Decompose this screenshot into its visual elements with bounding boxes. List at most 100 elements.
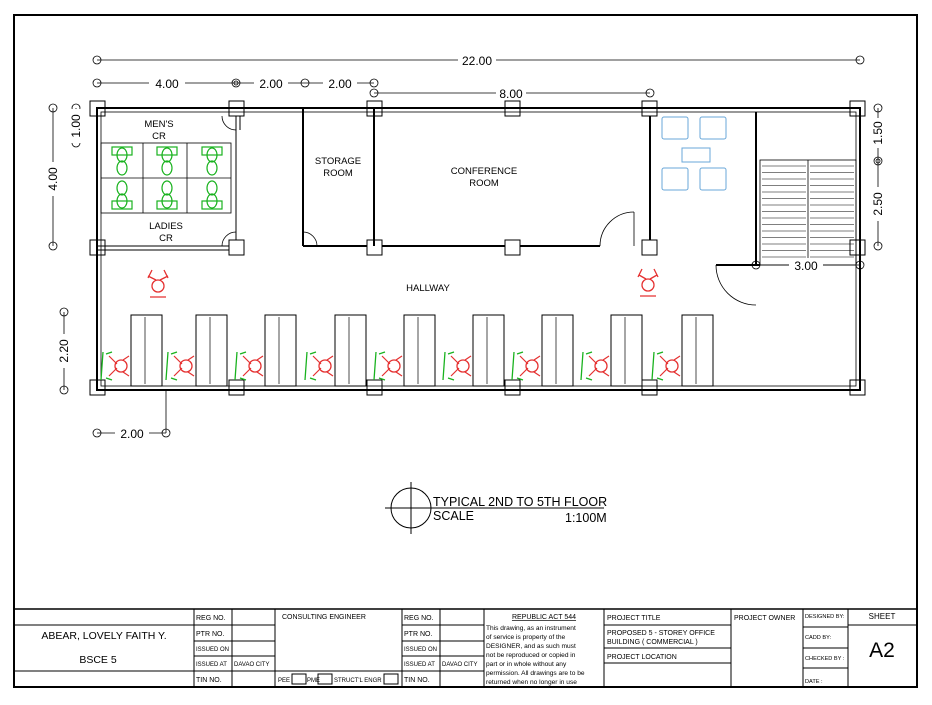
checked-by-label: CHECKED BY : (805, 656, 845, 662)
chair-back (651, 351, 664, 381)
toilet-tank (201, 200, 223, 210)
drawing-title: TYPICAL 2ND TO 5TH FLOOR SCALE 1:100M (385, 482, 607, 534)
chair-back (165, 351, 178, 381)
ptr-no-1: PTR NO. (196, 631, 224, 638)
dim-right-mid: 2.50 (871, 192, 885, 216)
ra-line-7: returned when no longer in use (486, 679, 577, 686)
issued-city-2: DAVAO CITY (442, 662, 477, 668)
chair-arms (108, 355, 130, 377)
chair-back (442, 351, 455, 381)
chair-icon (525, 359, 539, 373)
date-label: DATE : (805, 679, 823, 685)
sheet-label: SHEET (869, 612, 896, 621)
workstation (511, 314, 574, 387)
issued-city-1: DAVAO CITY (234, 662, 269, 668)
scale-value: 1:100M (565, 511, 607, 525)
workstation (373, 314, 436, 387)
chair-arms (659, 355, 681, 377)
project-name-2: BUILDING ( COMMERCIAL ) (607, 639, 698, 646)
designed-by-label: DESIGNED BY: (805, 614, 845, 620)
chair-arms (588, 355, 610, 377)
chair-back (304, 351, 317, 381)
label-conference: CONFERENCE (451, 166, 518, 177)
toilet-icon (116, 180, 128, 196)
exterior-wall (96, 107, 861, 391)
chair-arms (173, 355, 195, 377)
drawing-title-text: TYPICAL 2ND TO 5TH FLOOR (433, 495, 607, 509)
sheet-border (13, 14, 918, 688)
desk (334, 314, 367, 387)
chair-arms (381, 355, 403, 377)
toilets (111, 146, 223, 210)
label-ladies-cr-2: CR (159, 233, 173, 244)
chair-arms (519, 355, 541, 377)
toilet-tank (156, 200, 178, 210)
dim-right-top: 1.50 (871, 121, 885, 145)
dim-workstation-width: 2.00 (120, 427, 144, 441)
dim-workstation-depth: 2.20 (57, 339, 71, 363)
floor-plan (89, 100, 866, 396)
hallway-chair-left (147, 269, 169, 298)
scale-label: SCALE (433, 509, 474, 523)
chair-back (373, 351, 386, 381)
chair-icon (594, 359, 608, 373)
workstation (651, 314, 714, 387)
hallway-chair-right (637, 268, 659, 297)
toilet-tank (201, 146, 223, 156)
stair-treads (762, 165, 854, 258)
chair-icon (318, 359, 332, 373)
chair-back (234, 351, 247, 381)
dim-cr-width: 4.00 (155, 77, 179, 91)
dimension-labels: 22.00 4.00 2.00 2.00 8.00 2.00 3.00 (115, 53, 823, 441)
tin-no-2: TIN NO. (404, 677, 430, 684)
dim-stair-width: 3.00 (794, 259, 818, 273)
structl-label: STRUCT'L ENGR (334, 678, 382, 684)
toilet-tank (111, 146, 133, 156)
label-mens-cr-2: CR (152, 131, 166, 142)
issued-on-1: ISSUED ON (196, 647, 229, 653)
room-labels: MEN'S CR LADIES CR STORAGE ROOM CONFEREN… (144, 119, 517, 294)
toilet-tank (156, 146, 178, 156)
workstation (442, 314, 505, 387)
dim-overall: 22.00 (462, 54, 492, 68)
desk (264, 314, 297, 387)
reg-no-1: REG NO. (196, 615, 226, 622)
ra-line-1: This drawing, as an instrument (486, 625, 576, 632)
dim-gap-b: 2.00 (328, 77, 352, 91)
reg-no-2: REG NO. (404, 615, 434, 622)
toilet-icon (206, 160, 218, 176)
desk (403, 314, 436, 387)
ra-line-3: DESIGNER, and as such must (486, 643, 576, 650)
label-hallway: HALLWAY (406, 283, 450, 294)
dim-gap-a: 2.00 (259, 77, 283, 91)
tin-no-1: TIN NO. (196, 677, 222, 684)
consulting-engineer: CONSULTING ENGINEER (282, 614, 366, 621)
cadd-by-label: CADD BY: (805, 635, 832, 641)
workstation (100, 314, 163, 387)
project-name-1: PROPOSED 5 - STOREY OFFICE (607, 630, 715, 637)
chair-back (100, 351, 113, 381)
desk (681, 314, 714, 387)
chair-arms (242, 355, 264, 377)
label-storage: STORAGE (315, 156, 361, 167)
conference-furniture (661, 116, 727, 191)
chair-icon (248, 359, 262, 373)
label-mens-cr: MEN'S (144, 119, 173, 130)
chair-back (511, 351, 524, 381)
ra-line-6: permission. All drawings are to be (486, 670, 585, 677)
desk (610, 314, 643, 387)
toilet-tank (111, 200, 133, 210)
label-ladies-cr: LADIES (149, 221, 183, 232)
issued-on-2: ISSUED ON (404, 647, 437, 653)
toilet-icon (161, 180, 173, 196)
sheet-number: A2 (869, 639, 895, 662)
republic-act: REPUBLIC ACT 544 (512, 614, 576, 621)
dim-conference: 8.00 (499, 87, 523, 101)
chair-icon (179, 359, 193, 373)
workstation (234, 314, 297, 387)
ptr-no-2: PTR NO. (404, 631, 432, 638)
ra-line-5: part or in whole without any (486, 661, 567, 668)
title-block-text: ABEAR, LOVELY FAITH Y. BSCE 5 REG NO. PT… (41, 612, 895, 686)
desk (541, 314, 574, 387)
